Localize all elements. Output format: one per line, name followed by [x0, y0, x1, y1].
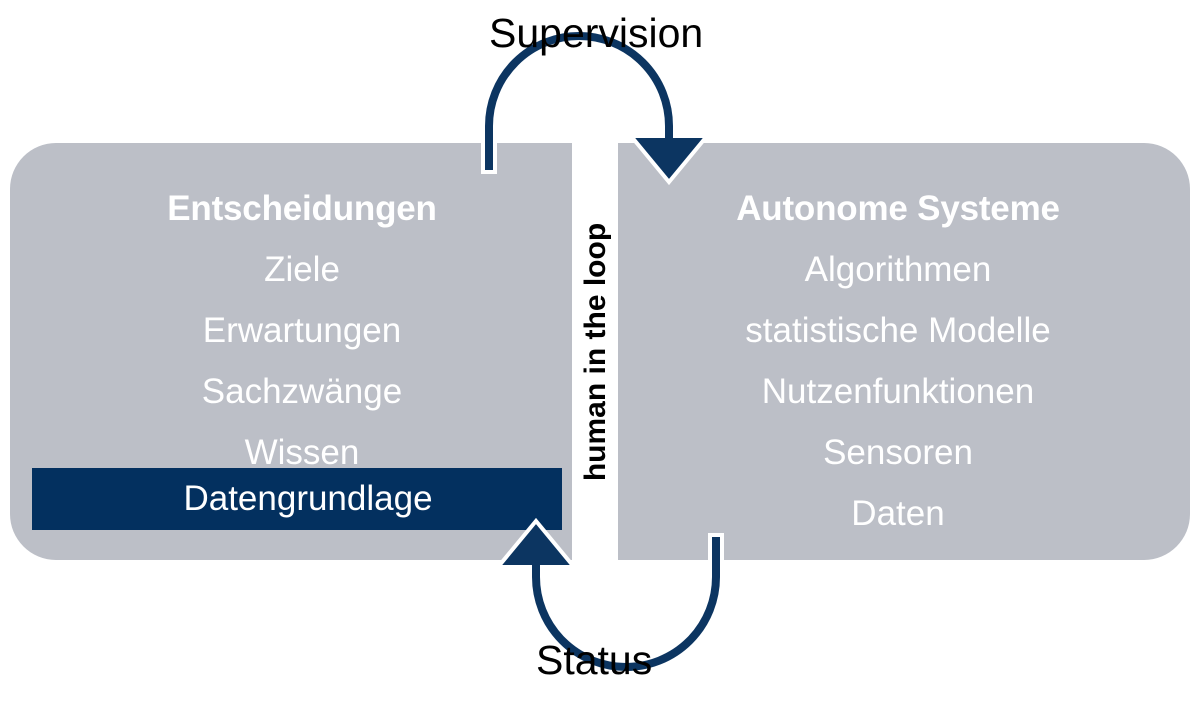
list-item: Algorithmen: [804, 250, 992, 289]
arrow-label-supervision: Supervision: [489, 10, 704, 56]
right-panel: Autonome Systeme Algorithmen statistisch…: [618, 143, 1190, 560]
list-item: Daten: [851, 494, 945, 533]
list-item: Sensoren: [823, 433, 973, 472]
left-panel-content: Entscheidungen Ziele Erwartungen Sachzwä…: [10, 143, 572, 470]
arrow-label-status: Status: [536, 637, 653, 683]
list-item: Erwartungen: [202, 311, 402, 350]
human-in-the-loop-label: human in the loop: [578, 222, 612, 481]
list-item: Ziele: [264, 250, 340, 289]
list-item: statistische Modelle: [745, 311, 1051, 350]
left-panel-title: Entscheidungen: [167, 189, 437, 228]
curved-arrow-right-icon: [481, 28, 712, 186]
right-panel-list: Algorithmen statistische Modelle Nutzenf…: [618, 226, 1178, 531]
list-item: Sachzwänge: [201, 372, 403, 411]
list-item: Nutzenfunktionen: [761, 372, 1035, 411]
left-panel-list: Ziele Erwartungen Sachzwänge Wissen: [32, 226, 572, 470]
highlighted-item-datengrundlage: Datengrundlage: [32, 468, 562, 530]
human-in-the-loop-strip: human in the loop: [573, 143, 618, 560]
list-item: Wissen: [244, 433, 360, 472]
curved-arrow-left-icon: [493, 517, 724, 675]
right-panel-title: Autonome Systeme: [736, 189, 1060, 228]
right-panel-content: Autonome Systeme Algorithmen statistisch…: [618, 143, 1190, 531]
